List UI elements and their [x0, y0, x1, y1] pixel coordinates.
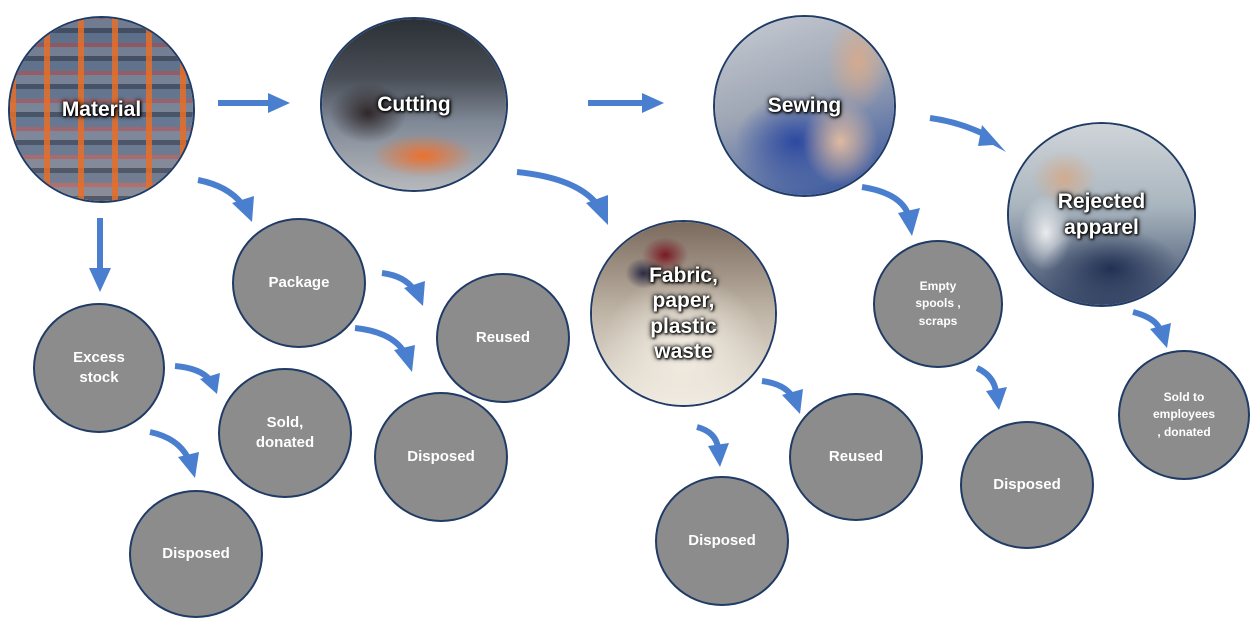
- excess-stock-node: Excess stock: [33, 303, 165, 433]
- material-stage: Material: [8, 16, 195, 203]
- spools-disposed-label: Disposed: [993, 475, 1061, 493]
- spools-disposed-node: Disposed: [960, 421, 1094, 549]
- sewing-stage: Sewing: [713, 15, 896, 197]
- arrow-spools-to-disposed: [975, 365, 1007, 410]
- waste-photo: [592, 222, 775, 405]
- sold-donated-node: Sold, donated: [218, 368, 352, 498]
- arrow-excess-to-sold: [174, 363, 220, 394]
- waste-disposed-label: Disposed: [688, 531, 756, 549]
- cutting-stage: Cutting: [320, 17, 508, 192]
- empty-spools-label: Empty spools , scraps: [915, 278, 961, 328]
- sold-to-employees-label: Sold to employees , donated: [1152, 389, 1216, 439]
- waste-node: Fabric, paper, plastic waste: [590, 220, 777, 407]
- arrow-cutting-to-sewing: [588, 93, 664, 113]
- waste-reused-node: Reused: [789, 393, 923, 521]
- excess-stock-label: Excess stock: [73, 348, 125, 386]
- waste-reused-label: Reused: [828, 447, 884, 465]
- package-node: Package: [232, 218, 366, 348]
- arrow-waste-to-disposed: [696, 424, 729, 467]
- waste-label: Fabric, paper, plastic waste: [649, 264, 718, 363]
- cutting-label: Cutting: [377, 92, 451, 116]
- package-reused-node: Reused: [436, 273, 570, 403]
- excess-disposed-node: Disposed: [129, 490, 263, 618]
- waste-disposed-node: Disposed: [655, 476, 789, 606]
- arrow-material-to-excess-stock: [89, 218, 111, 292]
- arrow-material-to-cutting: [218, 93, 290, 113]
- rejected-photo: [1009, 124, 1194, 305]
- arrow-rejected-to-sold-employees: [1132, 309, 1171, 348]
- arrow-material-to-package: [197, 177, 254, 222]
- rejected-apparel-stage: Rejected apparel: [1007, 122, 1196, 307]
- sold-to-employees-node: Sold to employees , donated: [1118, 350, 1250, 480]
- arrow-sewing-to-rejected: [929, 115, 1006, 152]
- arrow-cutting-to-waste: [516, 169, 608, 225]
- empty-spools-node: Empty spools , scraps: [873, 240, 1003, 368]
- material-label: Material: [61, 97, 142, 121]
- warehouse-photo: [10, 18, 193, 201]
- package-reused-label: Reused: [475, 328, 531, 346]
- sewing-label: Sewing: [767, 94, 842, 118]
- package-label: Package: [268, 273, 330, 291]
- cutting-photo: [322, 19, 506, 190]
- package-disposed-node: Disposed: [374, 392, 508, 522]
- arrow-package-to-disposed: [354, 325, 415, 372]
- sold-donated-label: Sold, donated: [255, 413, 315, 451]
- excess-disposed-label: Disposed: [162, 544, 230, 562]
- rejected-label: Rejected apparel: [1057, 190, 1146, 239]
- arrow-package-to-reused: [381, 270, 425, 306]
- package-disposed-label: Disposed: [407, 447, 475, 465]
- arrow-excess-to-disposed: [149, 429, 199, 478]
- sewing-photo: [715, 17, 894, 195]
